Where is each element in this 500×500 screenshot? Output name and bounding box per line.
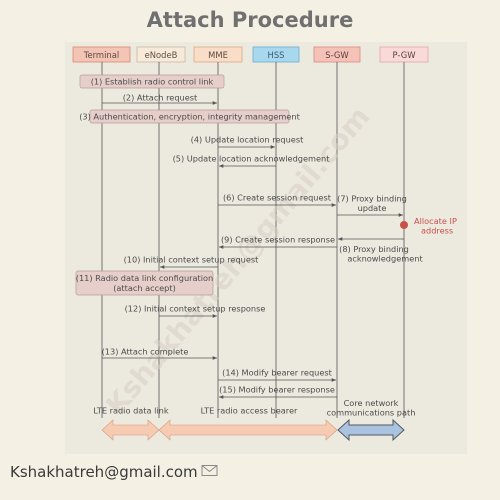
- step-8-label-line2: acknowledgement: [347, 254, 423, 264]
- radio-access-bearer-arrow: [158, 419, 338, 441]
- entity-sgw: S-GW: [313, 46, 361, 63]
- step-11-box: [75, 270, 214, 296]
- entity-hss-label: HSS: [268, 50, 285, 60]
- entity-terminal: Terminal: [72, 46, 131, 63]
- entity-hss: HSS: [252, 46, 300, 63]
- step-7-label-line2: update: [358, 203, 387, 213]
- envelope-icon: [201, 463, 218, 481]
- step-3-box: [89, 109, 290, 124]
- lte-radio-data-link-label: LTE radio data link: [93, 406, 168, 416]
- step-1-label: (1) Establish radio control link: [91, 77, 214, 87]
- radio-data-link-arrow: [101, 419, 160, 441]
- entity-enodeb: eNodeB: [136, 46, 186, 63]
- footer-email: Kshakhatreh@gmail.com: [10, 463, 198, 481]
- sequence-diagram-panel: Terminal eNodeB MME HSS S-GW P-GW: [65, 42, 467, 454]
- step-11-label-line2: (attach accept): [113, 283, 176, 293]
- entity-enodeb-label: eNodeB: [145, 50, 178, 60]
- footer-contact: Kshakhatreh@gmail.com: [10, 463, 218, 481]
- core-network-label-line2: communications path: [327, 408, 416, 418]
- allocate-ip-marker: [400, 221, 408, 229]
- step-3-label: (3) Authentication, encryption, integrit…: [79, 112, 300, 122]
- step-2-label: (2) Attach request: [123, 93, 198, 103]
- attach-sequence-diagram: Terminal eNodeB MME HSS S-GW P-GW: [72, 46, 457, 442]
- step-12-label: (12) Initial context setup response: [125, 304, 266, 314]
- allocate-ip-line1: Allocate IP: [414, 216, 457, 226]
- entity-mme: MME: [193, 46, 243, 63]
- step-13-label: (13) Attach complete: [102, 347, 189, 357]
- entity-mme-label: MME: [208, 50, 228, 60]
- page-title: Attach Procedure: [146, 8, 354, 32]
- entity-pgw-label: P-GW: [393, 50, 416, 60]
- step-4-label: (4) Update location request: [191, 135, 304, 145]
- step-7-label-line1: (7) Proxy binding: [337, 194, 407, 204]
- entity-pgw: P-GW: [379, 46, 429, 63]
- step-15-label: (15) Modify bearer response: [219, 385, 335, 395]
- entity-sgw-label: S-GW: [325, 50, 348, 60]
- lte-radio-access-bearer-label: LTE radio access bearer: [201, 406, 298, 416]
- step-1-box: [79, 74, 225, 89]
- allocate-ip-line2: address: [421, 226, 453, 236]
- core-network-path-arrow: [337, 418, 405, 442]
- entity-terminal-box: [72, 46, 131, 63]
- entity-enodeb-box: [136, 46, 186, 63]
- core-network-label-line1: Core network: [344, 398, 399, 408]
- step-6-label: (6) Create session request: [223, 193, 332, 203]
- step-5-label: (5) Update location acknowledgement: [173, 154, 331, 164]
- step-10-label: (10) Initial context setup request: [124, 255, 260, 265]
- entity-terminal-label: Terminal: [83, 50, 119, 60]
- step-8-label-line1: (8) Proxy binding: [339, 244, 409, 254]
- step-11-label-line1: (11) Radio data link configuration: [76, 273, 213, 283]
- step-14-label: (14) Modify bearer request: [222, 368, 332, 378]
- step-9-label: (9) Create session response: [221, 235, 335, 245]
